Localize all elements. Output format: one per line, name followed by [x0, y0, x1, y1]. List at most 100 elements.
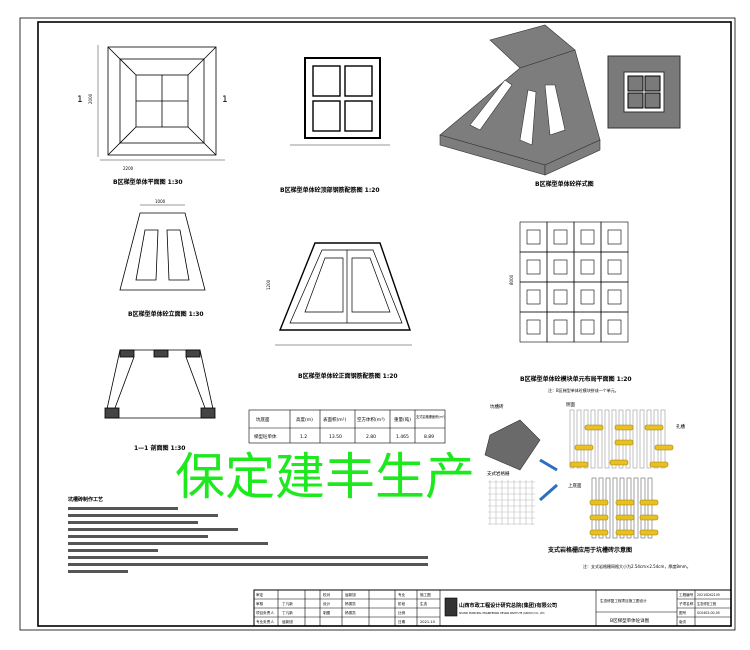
clip-yellow	[589, 529, 609, 536]
plan-width-dim: 2200	[123, 166, 134, 171]
project-number: 2021SDX2105	[697, 593, 720, 597]
table-cell: 1.465	[396, 434, 409, 440]
elevation-caption: B区梯型单体砼立面图 1:30	[128, 310, 204, 318]
plan-caption: B区梯型单体平面图 1:30	[113, 178, 183, 186]
table-cell: 13.50	[329, 434, 342, 440]
clip-yellow	[569, 461, 589, 468]
layout-cell-hole	[580, 289, 595, 305]
layout-cell	[519, 251, 548, 283]
layout-cell	[600, 221, 629, 253]
tb-label: 校对	[323, 592, 331, 597]
layout-cell	[546, 221, 575, 253]
clip-yellow	[615, 499, 635, 506]
section-view	[104, 349, 216, 419]
layout-note: 注：B区梯型单体砼模块拼成一个单元。	[548, 387, 619, 393]
table-header: 空方体积(m³)	[357, 416, 385, 423]
table-cell: 1.2	[300, 434, 307, 440]
iso-caption: B区梯型单体砼样式图	[535, 180, 594, 188]
top-panel-bar	[647, 477, 653, 539]
tb-code-label: 版次	[679, 619, 687, 624]
layout-cell	[546, 281, 575, 313]
tb-value: 屈新旭	[345, 592, 356, 597]
layout-height-dim: 8000	[509, 274, 514, 285]
clip-yellow	[589, 499, 609, 506]
watermark: 保定建丰生产	[175, 448, 475, 506]
clip-yellow	[654, 444, 674, 451]
layout-cell-hole	[553, 289, 568, 305]
side-panel-bar	[632, 409, 638, 469]
company-name-en: SHANXI MUNICIPAL ENGINEERING DESIGN INST…	[459, 612, 545, 615]
combo-caption: 支式岩格栅应用于坑槽砖示意图	[547, 546, 632, 554]
tb-value: 杨振凯	[345, 601, 356, 606]
layout-cell	[546, 251, 575, 283]
tb-code-label: 图号	[679, 610, 687, 615]
clip-yellow	[584, 424, 604, 431]
top-panel-bar	[640, 477, 646, 539]
rebar-elev-caption: B区梯型单体砼正面钢筋配筋图 1:20	[298, 372, 398, 380]
table-cell: 梯型砼单体	[254, 433, 277, 440]
company-name: 山西市政工程设计研究总院(集团)有限公司	[459, 601, 557, 609]
clip-yellow	[609, 459, 629, 466]
layout-cell-hole	[553, 319, 568, 335]
layout-cell	[573, 281, 602, 313]
table-header: 重量(吨)	[394, 416, 411, 423]
layout-plan-view	[519, 221, 629, 343]
layout-cell-hole	[580, 319, 595, 335]
layout-cell-hole	[526, 229, 541, 245]
tb-label: 制图	[323, 610, 331, 615]
layout-cell-hole	[607, 289, 622, 305]
label-top-face: 上底面	[568, 482, 582, 489]
notes-text-lines	[68, 507, 428, 573]
tb-value: 丁凡新	[282, 610, 293, 615]
top-panel-bar	[626, 477, 632, 539]
outer-frame	[19, 17, 736, 631]
clip-yellow	[639, 499, 659, 506]
label-hole: 孔槽	[676, 423, 685, 430]
notes-title: 坑槽砖制作工艺	[68, 496, 103, 503]
layout-caption: B区梯型单体砼模块单元布局平面图 1:20	[520, 375, 632, 383]
layout-cell	[600, 281, 629, 313]
side-panel-bar	[590, 409, 596, 469]
top-panel-bar	[633, 477, 639, 539]
side-panel-bar	[576, 409, 582, 469]
tb-code-label: 子项名称	[679, 601, 694, 606]
rebar-plan-caption: B区梯型单体砼顶部钢筋配筋图 1:20	[280, 186, 380, 194]
layout-cell-hole	[553, 229, 568, 245]
side-panel-bar	[604, 409, 610, 469]
table-header: 支式岩格栅面积(m²)	[416, 414, 445, 419]
tb-label: 专业负责人	[256, 619, 274, 624]
layout-cell	[573, 251, 602, 283]
layout-cell-hole	[580, 229, 595, 245]
tb-label: 比例	[398, 610, 406, 615]
layout-cell	[519, 221, 548, 253]
side-panel-bar	[611, 409, 617, 469]
tb-label: 阶段	[398, 601, 406, 606]
table-cell: 2.80	[366, 434, 376, 440]
side-panel-bar	[639, 409, 645, 469]
layout-cell-hole	[553, 259, 568, 275]
rebar-elevation-view	[275, 242, 412, 346]
combo-illustration	[484, 409, 674, 539]
tb-value: 施工图	[420, 592, 431, 597]
layout-cell	[600, 311, 629, 343]
side-panel-bar	[618, 409, 624, 469]
plan-view	[97, 45, 225, 161]
top-panel-bar	[598, 477, 604, 539]
tb-value: 屈新旭	[282, 619, 293, 624]
table-header: 高度(m)	[296, 416, 313, 423]
tb-label: 专业	[398, 592, 406, 597]
table-header: 表面积(m²)	[323, 416, 346, 423]
top-panel-bar	[591, 477, 597, 539]
top-panel-bar	[605, 477, 611, 539]
layout-cell	[573, 221, 602, 253]
tb-label: 审定	[256, 592, 264, 597]
tb-value: 丁凡新	[282, 601, 293, 606]
side-panel-bar	[569, 409, 575, 469]
top-panel-bar	[619, 477, 625, 539]
table-cell: 8.89	[424, 434, 434, 440]
clip-yellow	[649, 461, 669, 468]
company-logo-icon	[444, 597, 458, 617]
isometric-view	[439, 24, 601, 176]
drawing-number: SC0405-00-05	[697, 611, 720, 615]
layout-cell	[519, 281, 548, 313]
